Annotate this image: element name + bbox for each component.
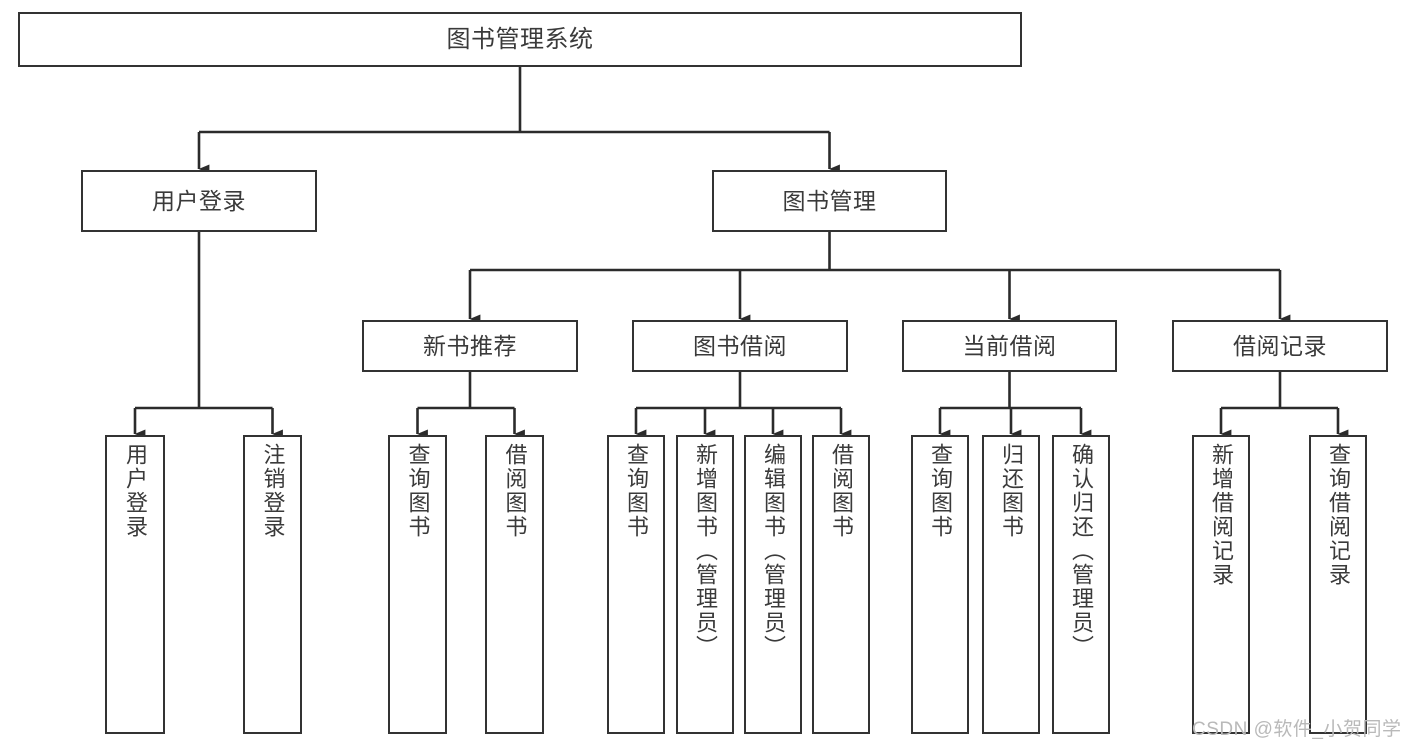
node-l3-book-borrow-label: 图书借阅 (693, 332, 787, 359)
node-leaf-leaf-add-record[interactable]: 新增借阅记录 (1192, 435, 1250, 734)
node-leaf-leaf-add-book-label: 新增图书（管理员） (693, 443, 718, 659)
node-l3-current-borrow[interactable]: 当前借阅 (902, 320, 1117, 372)
node-leaf-leaf-query-book-3[interactable]: 查询图书 (911, 435, 969, 734)
node-leaf-leaf-user-login-label: 用户登录 (123, 443, 148, 539)
node-leaf-leaf-confirm-return[interactable]: 确认归还（管理员） (1052, 435, 1110, 734)
node-leaf-leaf-borrow-book-1-label: 借阅图书 (502, 443, 528, 539)
node-leaf-leaf-confirm-return-label: 确认归还（管理员） (1069, 443, 1094, 659)
node-leaf-leaf-query-record[interactable]: 查询借阅记录 (1309, 435, 1367, 734)
node-leaf-leaf-add-book[interactable]: 新增图书（管理员） (676, 435, 734, 734)
node-l2-user-login-label: 用户登录 (152, 187, 246, 214)
node-l2-book-manage[interactable]: 图书管理 (712, 170, 947, 232)
node-leaf-leaf-user-login[interactable]: 用户登录 (105, 435, 165, 734)
node-leaf-leaf-query-book-1-label: 查询图书 (405, 443, 431, 539)
node-leaf-leaf-logout[interactable]: 注销登录 (243, 435, 302, 734)
node-leaf-leaf-query-book-1[interactable]: 查询图书 (388, 435, 447, 734)
node-root-system[interactable]: 图书管理系统 (18, 12, 1022, 67)
node-leaf-leaf-borrow-book-1[interactable]: 借阅图书 (485, 435, 544, 734)
connector-lines (133, 67, 1349, 439)
node-leaf-leaf-query-book-2[interactable]: 查询图书 (607, 435, 665, 734)
node-leaf-leaf-edit-book[interactable]: 编辑图书（管理员） (744, 435, 802, 734)
node-leaf-leaf-borrow-book-2-label: 借阅图书 (829, 443, 854, 539)
node-l3-new-book-rec-label: 新书推荐 (423, 332, 517, 359)
node-leaf-leaf-return-book[interactable]: 归还图书 (982, 435, 1040, 734)
node-leaf-leaf-query-book-3-label: 查询图书 (928, 443, 953, 539)
node-l3-borrow-record-label: 借阅记录 (1233, 332, 1327, 359)
node-l3-book-borrow[interactable]: 图书借阅 (632, 320, 848, 372)
node-leaf-leaf-add-record-label: 新增借阅记录 (1209, 443, 1234, 587)
node-l2-user-login[interactable]: 用户登录 (81, 170, 317, 232)
node-leaf-leaf-query-record-label: 查询借阅记录 (1326, 443, 1351, 587)
node-leaf-leaf-logout-label: 注销登录 (260, 443, 286, 539)
node-leaf-leaf-borrow-book-2[interactable]: 借阅图书 (812, 435, 870, 734)
node-l2-book-manage-label: 图书管理 (782, 187, 877, 214)
node-leaf-leaf-query-book-2-label: 查询图书 (624, 443, 649, 539)
node-l3-borrow-record[interactable]: 借阅记录 (1172, 320, 1388, 372)
node-leaf-leaf-return-book-label: 归还图书 (999, 443, 1024, 539)
node-leaf-leaf-edit-book-label: 编辑图书（管理员） (761, 443, 786, 659)
node-l3-new-book-rec[interactable]: 新书推荐 (362, 320, 578, 372)
node-root-system-label: 图书管理系统 (446, 25, 594, 53)
node-l3-current-borrow-label: 当前借阅 (962, 332, 1057, 359)
